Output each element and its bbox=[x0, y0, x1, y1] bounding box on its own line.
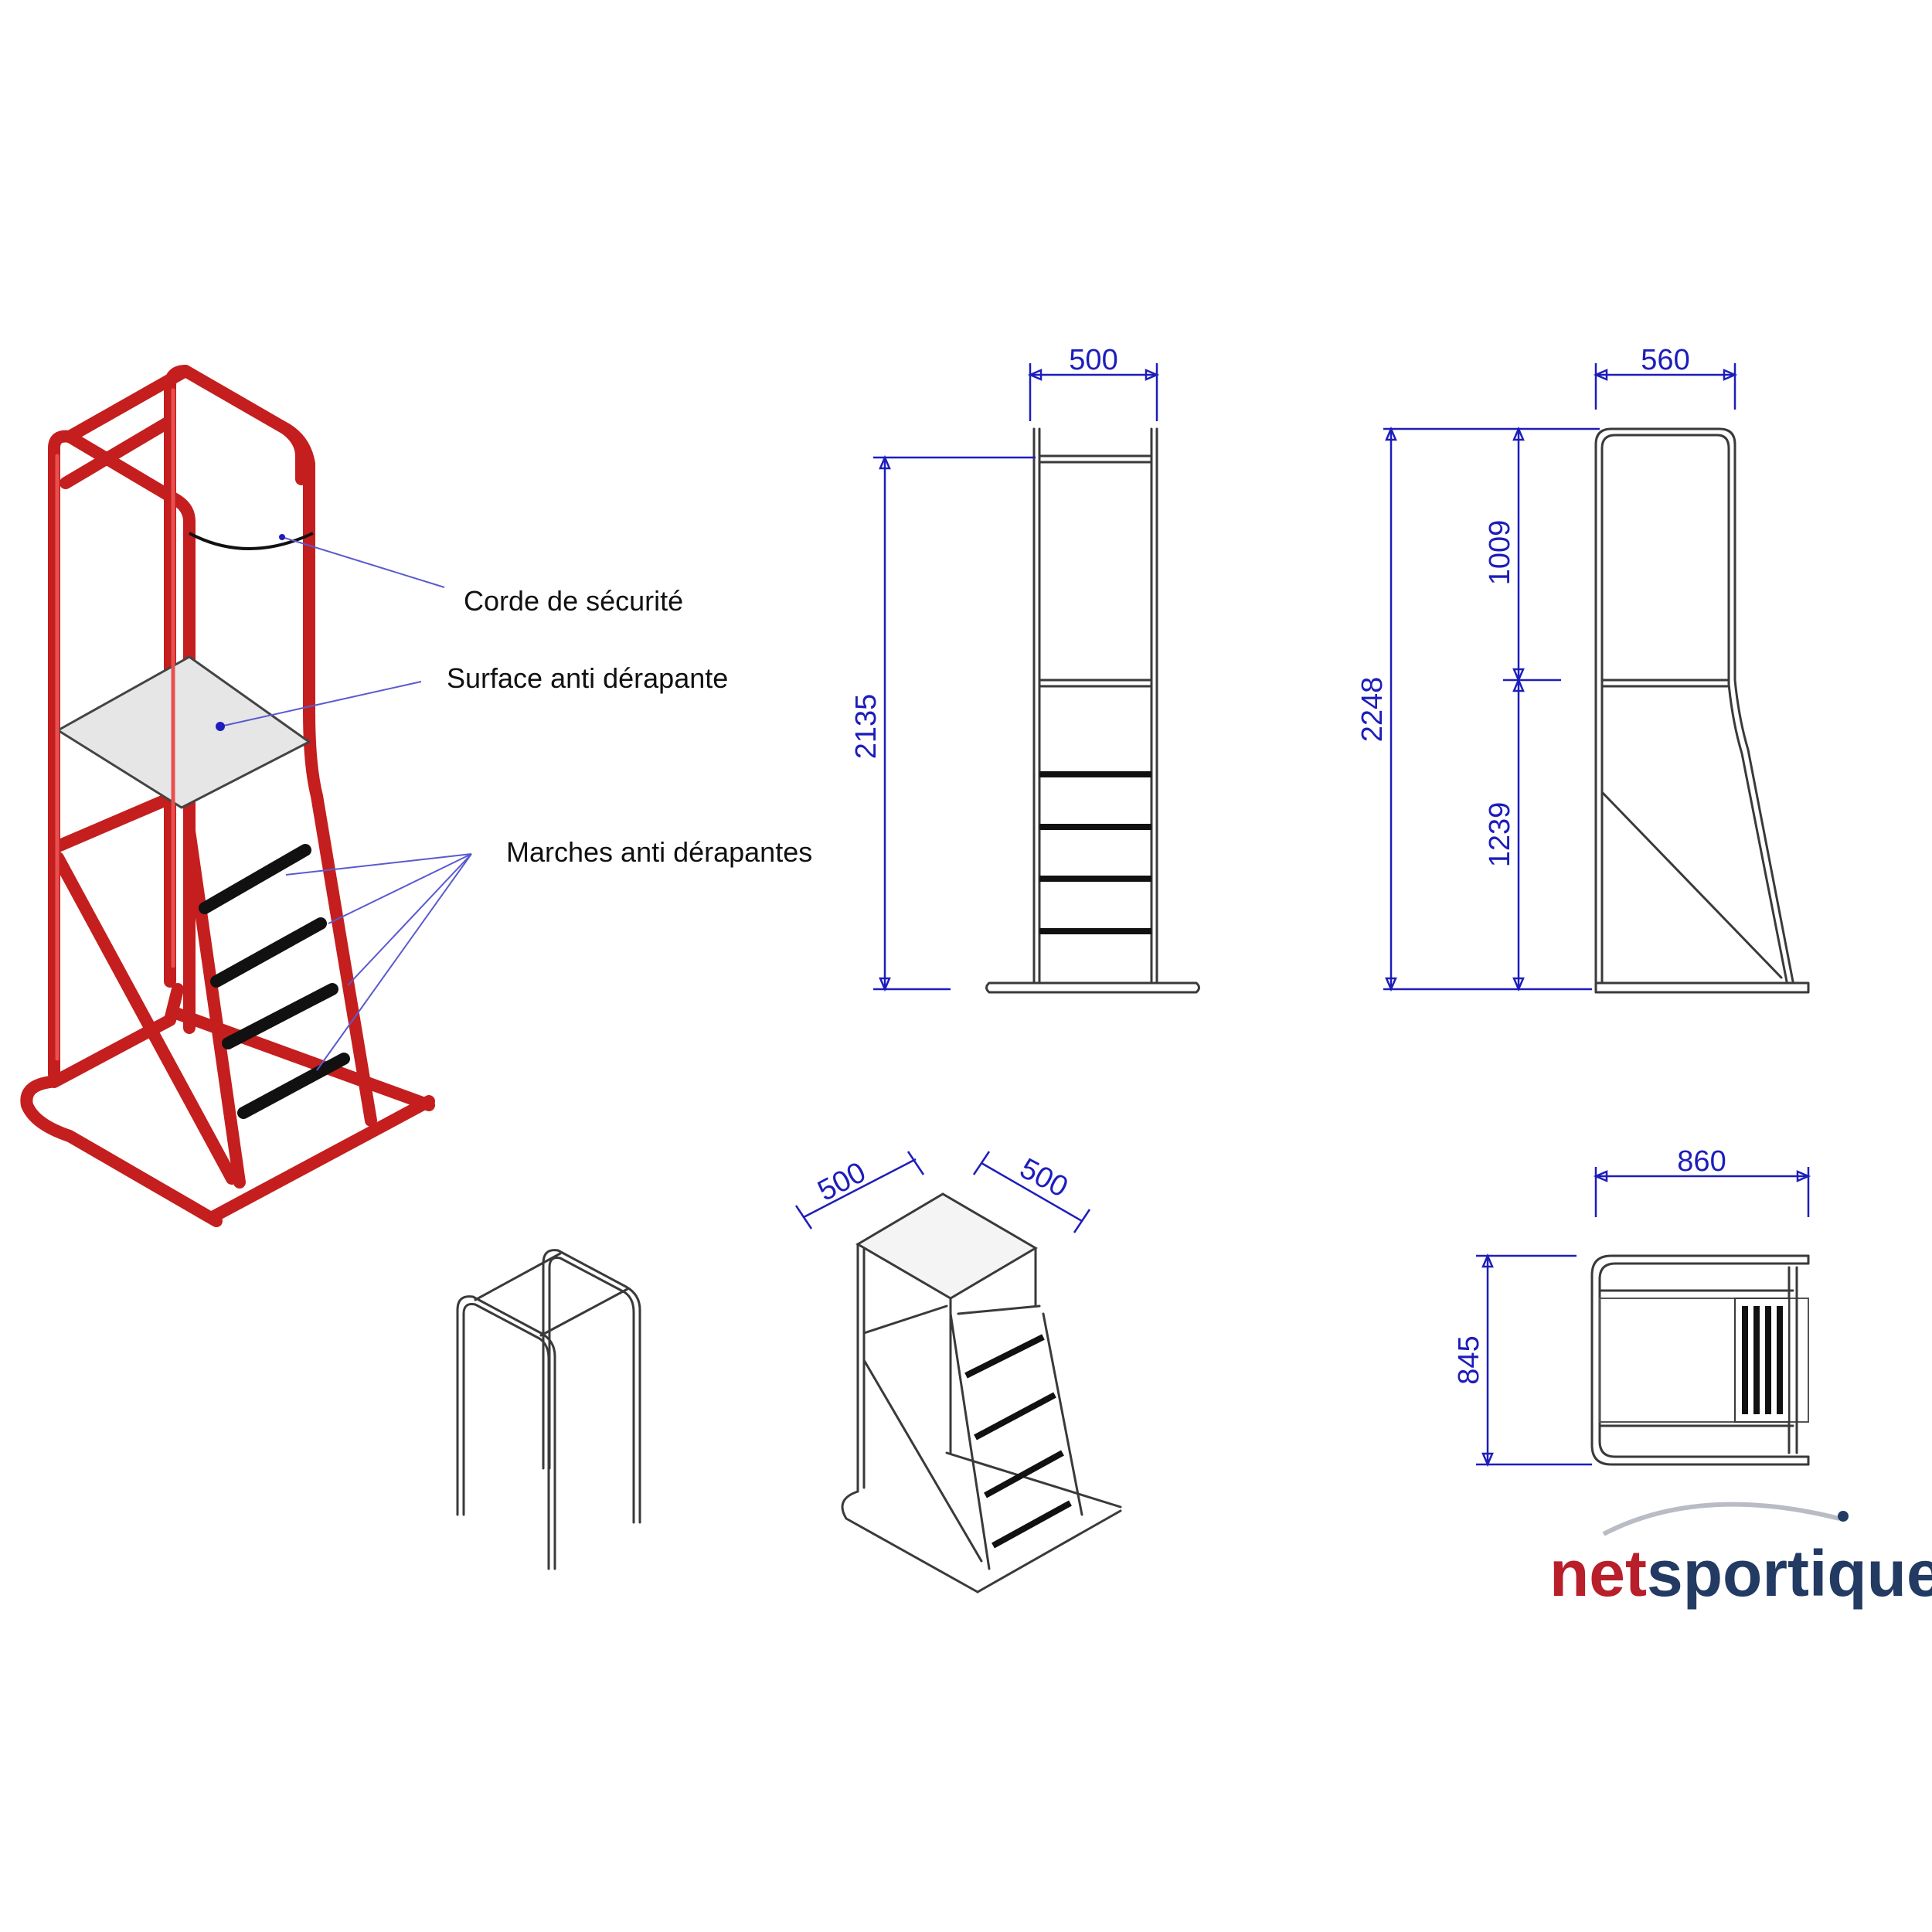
netsportique-logo: netsportique bbox=[1549, 1502, 1932, 1610]
top-view bbox=[1476, 1167, 1811, 1468]
logo-text-sportique: sportique bbox=[1647, 1537, 1932, 1610]
dim-top-width: 860 bbox=[1677, 1145, 1726, 1178]
callout-anti-slip-surface: Surface anti dérapante bbox=[447, 662, 728, 694]
svg-text:netsportique: netsportique bbox=[1549, 1537, 1932, 1610]
callout-safety-rope: Corde de sécurité bbox=[464, 585, 683, 617]
dim-side-width: 560 bbox=[1641, 344, 1689, 376]
upper-frame-isometric bbox=[456, 1249, 641, 1570]
white-chair-isometric bbox=[794, 1151, 1122, 1594]
red-umpire-chair-isometric bbox=[20, 365, 472, 1227]
dim-side-total-height: 2248 bbox=[1356, 677, 1389, 743]
dim-side-upper-height: 1009 bbox=[1484, 520, 1516, 586]
dim-iso-width-right: 500 bbox=[1015, 1152, 1073, 1204]
dim-side-lower-height: 1239 bbox=[1484, 802, 1516, 868]
dim-iso-width-left: 500 bbox=[813, 1156, 872, 1208]
side-view bbox=[1383, 363, 1810, 994]
logo-text-net: net bbox=[1549, 1537, 1647, 1610]
dim-front-width: 500 bbox=[1069, 344, 1117, 376]
callout-anti-slip-steps: Marches anti dérapantes bbox=[506, 836, 812, 868]
front-view bbox=[873, 363, 1200, 994]
dim-top-depth: 845 bbox=[1453, 1335, 1485, 1384]
dim-front-height: 2135 bbox=[850, 694, 883, 760]
